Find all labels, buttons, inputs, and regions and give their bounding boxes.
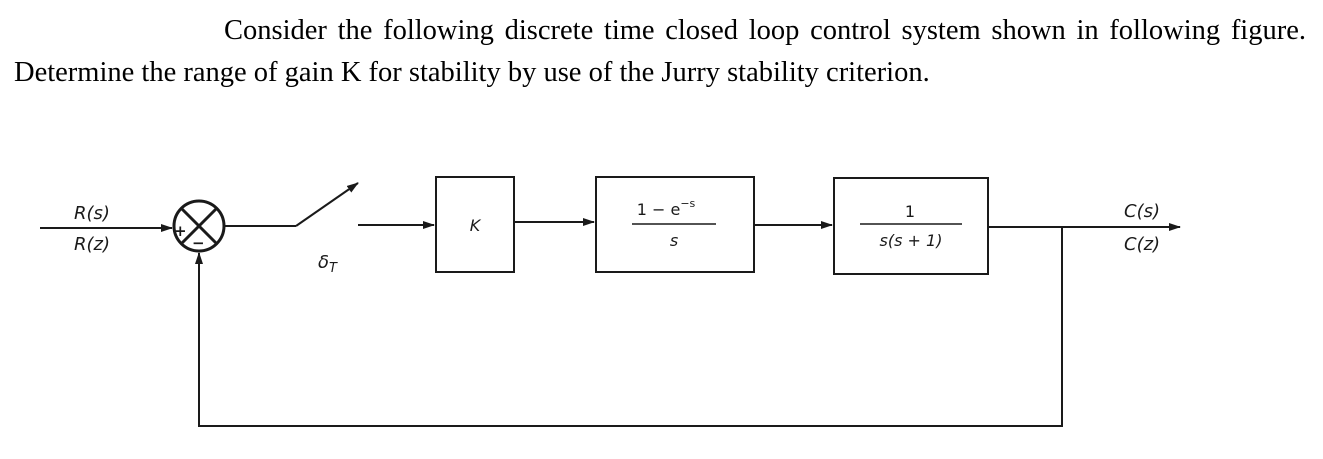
input-label-z: R(z) xyxy=(74,234,110,255)
gain-block-label: K xyxy=(470,216,482,235)
input-label-s: R(s) xyxy=(74,203,110,224)
zoh-numerator: 1 − e−s xyxy=(637,197,696,219)
summer-minus-sign: − xyxy=(192,234,205,252)
gain-block xyxy=(435,176,515,273)
sampler-label: δT xyxy=(318,252,338,276)
zoh-denominator: s xyxy=(670,231,678,250)
question-text: Consider the following discrete time clo… xyxy=(14,15,1306,88)
plant-denominator: s(s + 1) xyxy=(880,231,943,250)
summing-junction xyxy=(172,199,226,253)
summer-plus-sign: + xyxy=(174,222,187,240)
sampler-switch xyxy=(295,182,359,227)
output-label-s: C(s) xyxy=(1124,201,1160,222)
plant-block xyxy=(833,177,989,275)
output-label-z: C(z) xyxy=(1124,234,1160,255)
feedback-path xyxy=(195,227,1063,427)
plant-numerator: 1 xyxy=(905,202,915,221)
